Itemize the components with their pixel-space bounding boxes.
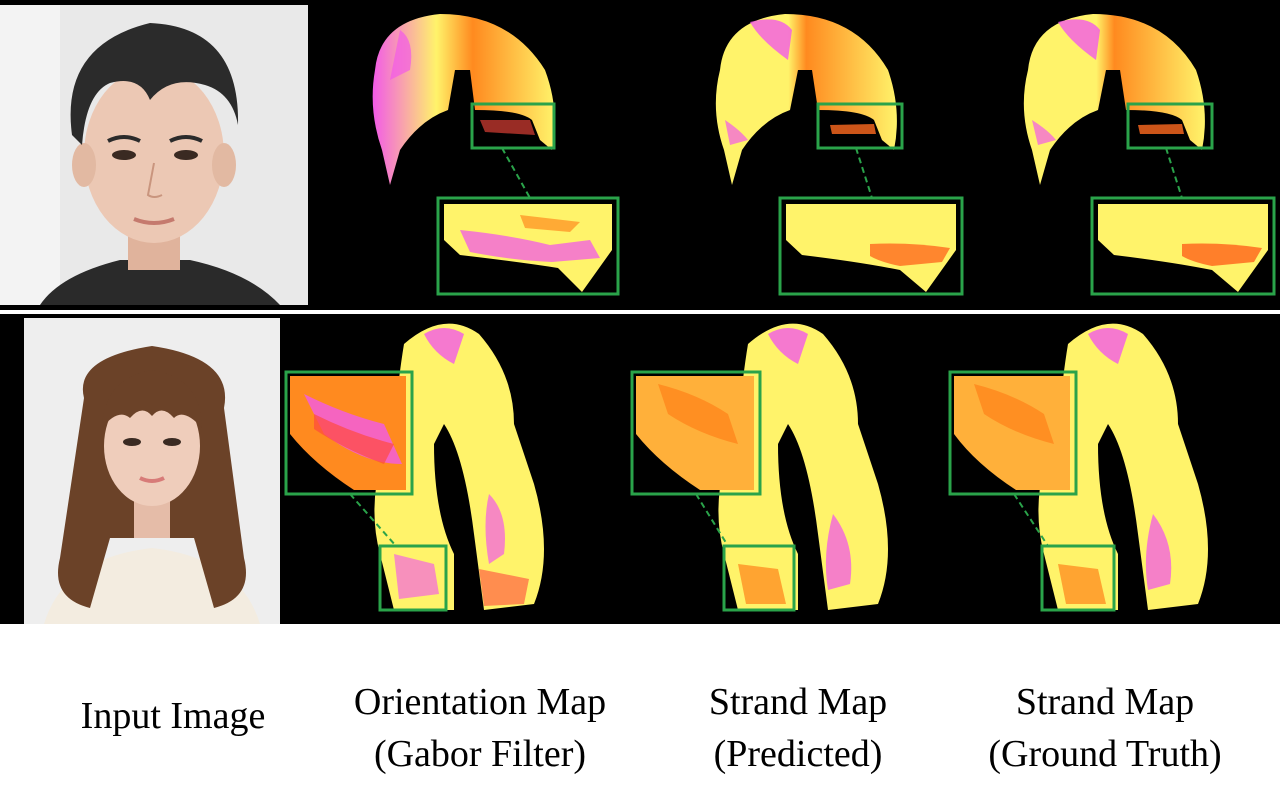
orientation-map-gabor-row-1 [320,0,640,310]
caption-orientation-line1: Orientation Map [353,681,607,723]
caption-strand-predicted: Strand Map (Predicted) [660,676,936,780]
input-image-male [0,5,308,305]
caption-ground-truth-line2: (Ground Truth) [988,733,1222,775]
caption-predicted-line2: (Predicted) [713,733,883,775]
strand-map-ground-truth-row-1 [970,0,1280,310]
strand-map-ground-truth-row-2 [944,314,1264,624]
caption-input-image: Input Image [48,690,298,742]
caption-input-line1: Input Image [80,695,266,737]
strand-map-predicted-row-2 [628,314,948,624]
figure-row-2 [0,314,1280,624]
figure-captions: Input Image Orientation Map (Gabor Filte… [0,624,1280,790]
caption-predicted-line1: Strand Map [708,681,888,723]
caption-orientation-line2: (Gabor Filter) [373,733,587,775]
input-image-female [24,318,280,624]
figure-row-1 [0,0,1280,310]
caption-orientation-map: Orientation Map (Gabor Filter) [320,676,640,780]
strand-map-predicted-row-1 [660,0,980,310]
caption-ground-truth-line1: Strand Map [1015,681,1195,723]
orientation-map-gabor-row-2 [284,314,604,624]
caption-strand-ground-truth: Strand Map (Ground Truth) [960,676,1250,780]
